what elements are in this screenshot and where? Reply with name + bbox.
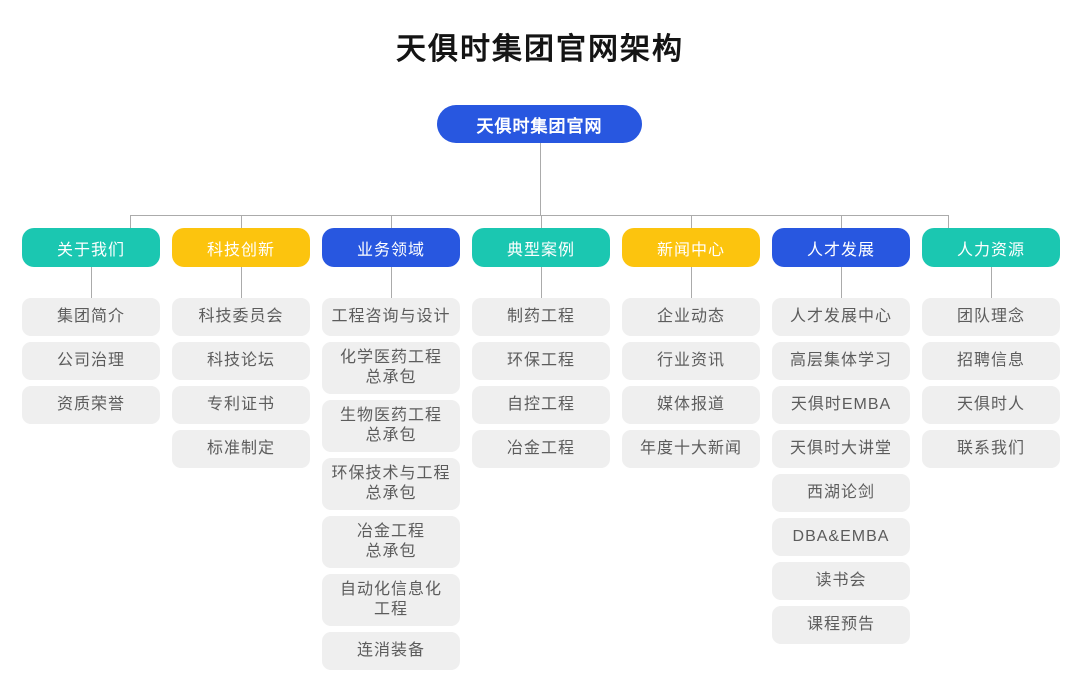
branch-header-3: 典型案例 [472,228,610,267]
connector-line [691,267,692,298]
connector-line [541,215,542,228]
connector-line [541,267,542,298]
branch-node: 化学医药工程 总承包 [322,342,460,394]
branch-node: 高层集体学习 [772,342,910,380]
connector-line [540,143,541,215]
branch-node: 冶金工程 [472,430,610,468]
connector-line [241,267,242,298]
connector-line [91,267,92,298]
branch-node: 媒体报道 [622,386,760,424]
branch-node: 工程咨询与设计 [322,298,460,336]
connector-line [991,267,992,298]
connector-line [391,215,392,228]
branch-node: 科技委员会 [172,298,310,336]
connector-line [130,215,948,216]
branch-header-6: 人力资源 [922,228,1060,267]
branch-node: 行业资讯 [622,342,760,380]
connector-line [391,267,392,298]
branch-node: 天俱时EMBA [772,386,910,424]
branch-node: 制药工程 [472,298,610,336]
root-node: 天俱时集团官网 [437,105,642,143]
page-title: 天俱时集团官网架构 [396,33,684,66]
connector-line [691,215,692,228]
branch-node: 资质荣誉 [22,386,160,424]
branch-node: 招聘信息 [922,342,1060,380]
branch-node: 西湖论剑 [772,474,910,512]
connector-line [241,215,242,228]
branch-node: 读书会 [772,562,910,600]
branch-node: 自动化信息化 工程 [322,574,460,626]
branch-node: 公司治理 [22,342,160,380]
connector-line [841,215,842,228]
branch-node: 企业动态 [622,298,760,336]
branch-node: 年度十大新闻 [622,430,760,468]
branch-node: 冶金工程 总承包 [322,516,460,568]
branch-header-4: 新闻中心 [622,228,760,267]
branch-node: 环保技术与工程 总承包 [322,458,460,510]
branch-header-0: 关于我们 [22,228,160,267]
branch-node: 课程预告 [772,606,910,644]
branch-node: 专利证书 [172,386,310,424]
branch-header-5: 人才发展 [772,228,910,267]
branch-header-2: 业务领域 [322,228,460,267]
branch-node: 生物医药工程 总承包 [322,400,460,452]
branch-header-1: 科技创新 [172,228,310,267]
branch-node: 环保工程 [472,342,610,380]
branch-node: 自控工程 [472,386,610,424]
branch-node: 标准制定 [172,430,310,468]
branch-node: 连消装备 [322,632,460,670]
connector-line [841,267,842,298]
branch-node: 科技论坛 [172,342,310,380]
branch-node: 人才发展中心 [772,298,910,336]
branch-node: 集团简介 [22,298,160,336]
connector-line [130,215,131,228]
connector-line [948,215,949,228]
branch-node: 联系我们 [922,430,1060,468]
branch-node: 天俱时人 [922,386,1060,424]
branch-node: DBA&EMBA [772,518,910,556]
branch-node: 天俱时大讲堂 [772,430,910,468]
branch-node: 团队理念 [922,298,1060,336]
